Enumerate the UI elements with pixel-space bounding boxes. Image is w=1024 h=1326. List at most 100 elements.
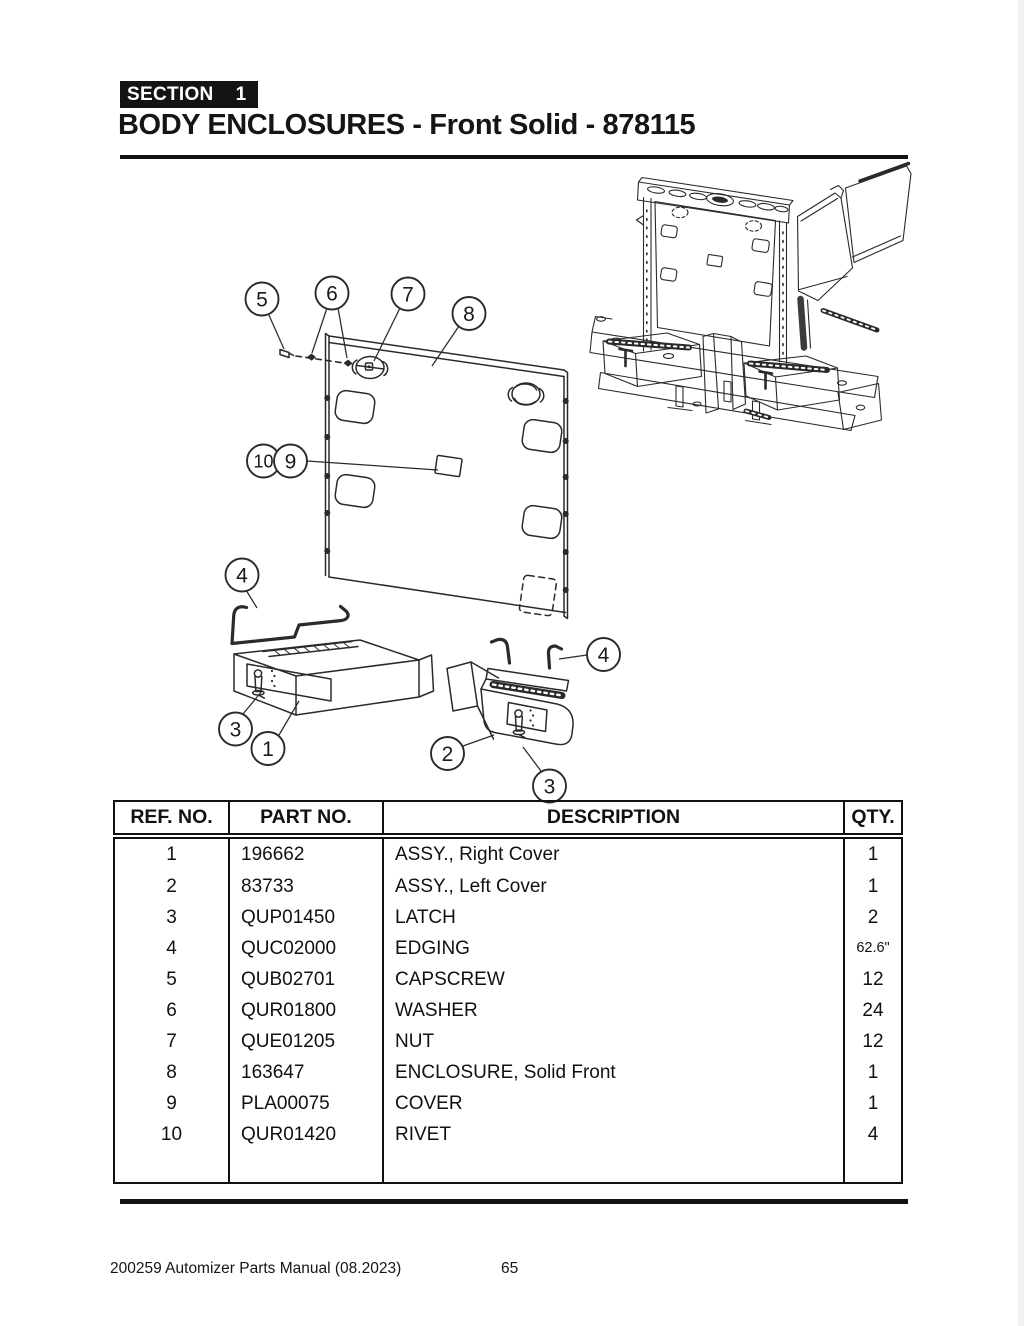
callout-number: 2 (442, 743, 454, 766)
rivet-dots (270, 669, 276, 688)
edging-wire (546, 644, 564, 670)
logo-oval (706, 193, 734, 207)
table-row: 3 QUP01450 LATCH 2 (113, 902, 902, 934)
callout-7: 7 (390, 276, 426, 312)
callout-5: 5 (244, 281, 280, 317)
table-row: 6 QUR01800 WASHER 24 (113, 995, 902, 1027)
exploded-panel-drawing (279, 332, 569, 620)
rivet-dots (529, 709, 535, 727)
footer-manual-name: 200259 Automizer Parts Manual (08.2023) (110, 1260, 402, 1277)
cell-desc: COVER (382, 1088, 844, 1120)
col-header-ref-no: REF. NO. (113, 801, 229, 839)
callout-number: 7 (402, 284, 414, 307)
cell-desc: ASSY., Left Cover (382, 871, 844, 903)
page-scan-edge (1018, 0, 1024, 1326)
table-row: 8 163647 ENCLOSURE, Solid Front 1 (113, 1057, 902, 1089)
callout-number: 9 (285, 451, 297, 474)
vent-opening (521, 504, 563, 540)
cell-desc: RIVET (382, 1119, 844, 1151)
table-empty-space (113, 1150, 902, 1183)
cell-ref: 3 (113, 902, 229, 934)
callout-1: 1 (250, 731, 286, 766)
cell-ref: 4 (113, 933, 229, 965)
callout-6: 6 (314, 275, 350, 311)
callout-3-right: 3 (532, 768, 567, 804)
footer-rule (120, 1199, 908, 1204)
table-row: 4 QUC02000 EDGING 62.6" (113, 933, 902, 965)
latch-pin (252, 669, 266, 699)
edging-wire (230, 604, 350, 646)
cell-part: QUP01450 (228, 902, 383, 934)
cell-part: 196662 (228, 836, 383, 872)
cell-ref: 2 (113, 871, 229, 903)
table-row: 2 83733 ASSY., Left Cover 1 (113, 871, 902, 903)
title-rule (120, 155, 908, 159)
cell-qty: 1 (843, 1088, 902, 1120)
table-header-row: REF. NO. PART NO. DESCRIPTION QTY. (113, 801, 902, 839)
cover-plate (434, 454, 463, 478)
callout-number: 1 (262, 738, 274, 761)
parts-diagram: 5 6 7 8 10 9 4 3 (218, 161, 912, 804)
cell-desc: CAPSCREW (382, 964, 844, 996)
cell-qty: 12 (843, 1026, 902, 1058)
col-header-description: DESCRIPTION (382, 801, 844, 839)
right-cover-drawing (230, 604, 435, 716)
table-row: 9 PLA00075 COVER 1 (113, 1088, 902, 1120)
latch-detail (507, 382, 545, 406)
cell-part: QUE01205 (228, 1026, 383, 1058)
cell-desc: ENCLOSURE, Solid Front (382, 1057, 844, 1089)
cell-desc: WASHER (382, 995, 844, 1027)
edging-wire (489, 637, 512, 665)
vent-opening (521, 418, 563, 454)
cell-qty: 62.6" (843, 933, 902, 965)
callout-8: 8 (451, 296, 487, 331)
cell-ref: 5 (113, 964, 229, 996)
cell-ref: 1 (113, 836, 229, 872)
left-cover-drawing (446, 637, 574, 746)
section-number: 1 (235, 84, 247, 105)
vent-opening (334, 389, 376, 425)
callout-4-right: 4 (586, 637, 621, 672)
cell-desc: NUT (382, 1026, 844, 1058)
cell-part: 163647 (228, 1057, 383, 1089)
callout-number: 10 (253, 452, 273, 472)
cell-ref: 10 (113, 1119, 229, 1151)
cell-qty: 24 (843, 995, 902, 1027)
callout-number: 5 (256, 289, 268, 312)
callout-3-left: 3 (218, 711, 253, 747)
cell-qty: 1 (843, 836, 902, 872)
callout-2: 2 (430, 736, 465, 771)
callout-4-left: 4 (224, 557, 260, 593)
cell-qty: 1 (843, 1057, 902, 1089)
table-row: 5 QUB02701 CAPSCREW 12 (113, 964, 902, 996)
footer-page-number: 65 (501, 1260, 519, 1277)
cell-ref: 7 (113, 1026, 229, 1058)
col-header-qty: QTY. (843, 801, 902, 839)
cell-ref: 9 (113, 1088, 229, 1120)
latch-detail (351, 355, 389, 380)
rivet-dots (324, 395, 569, 593)
table-row: 1 196662 ASSY., Right Cover 1 (113, 836, 902, 872)
callout-number: 3 (544, 776, 556, 799)
table-row: 10 QUR01420 RIVET 4 (113, 1119, 902, 1151)
cell-desc: LATCH (382, 902, 844, 934)
assembled-machine-drawing (589, 161, 912, 432)
callout-leader-lines (242, 307, 588, 772)
fastener-detail (279, 348, 353, 367)
callout-number: 8 (463, 303, 475, 326)
section-label: SECTION (127, 84, 214, 105)
parts-table: REF. NO. PART NO. DESCRIPTION QTY. 1 196… (113, 800, 903, 1184)
cell-desc: EDGING (382, 933, 844, 965)
section-badge: SECTION 1 (120, 81, 259, 108)
latch-pin (512, 709, 526, 739)
callout-9: 9 (273, 443, 308, 479)
cell-qty: 1 (843, 871, 902, 903)
callout-number: 3 (230, 719, 242, 742)
cell-qty: 12 (843, 964, 902, 996)
callout-10: 10 (246, 443, 281, 479)
vent-opening (334, 473, 376, 509)
callout-number: 4 (236, 565, 248, 588)
cell-part: QUR01800 (228, 995, 383, 1027)
callout-number: 6 (326, 283, 338, 306)
